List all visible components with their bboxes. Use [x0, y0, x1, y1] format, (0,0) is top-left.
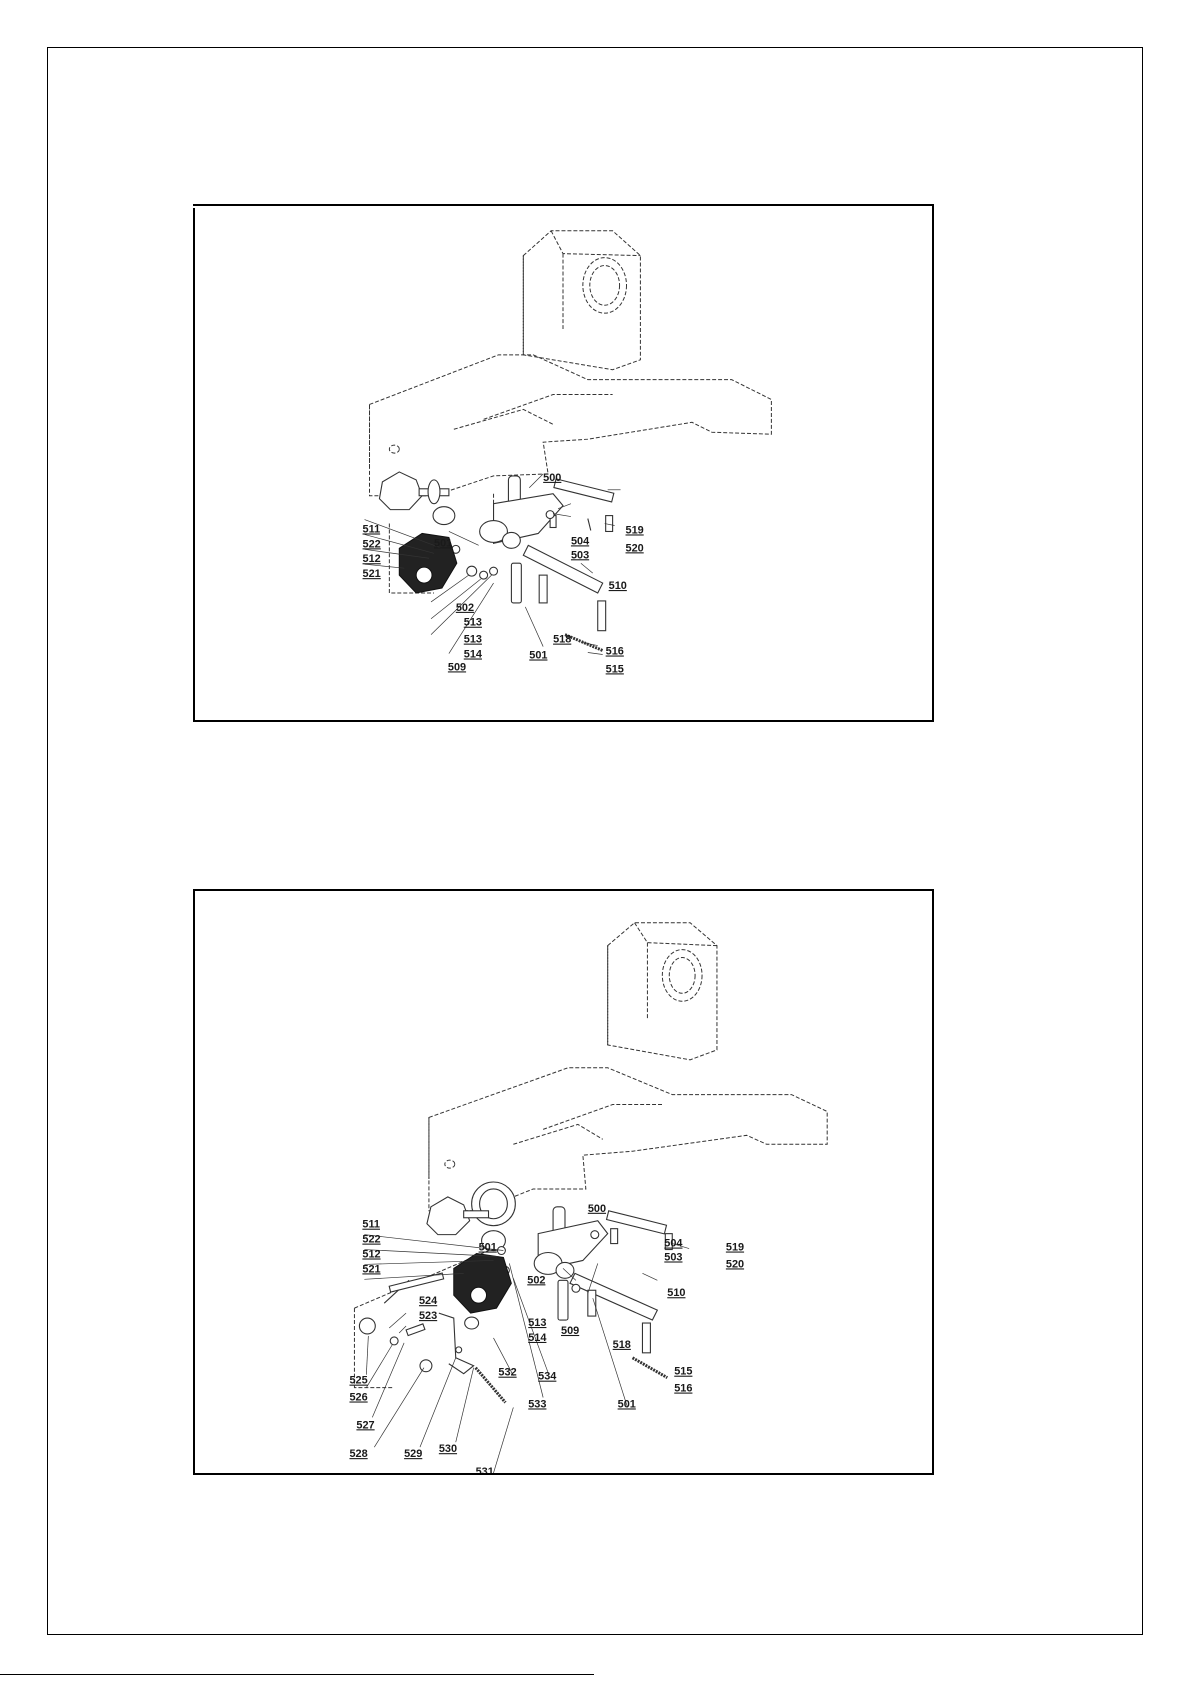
label-509: 509 [448, 661, 466, 673]
label-514: 514 [464, 648, 482, 660]
label-526: 526 [349, 1391, 367, 1403]
label-516: 516 [606, 646, 624, 658]
label-521: 521 [362, 1263, 380, 1275]
label-520: 520 [626, 542, 644, 554]
label-510: 510 [609, 580, 627, 592]
label-521: 521 [363, 568, 381, 580]
label-503: 503 [571, 549, 589, 561]
label-518: 518 [613, 1339, 631, 1351]
label-514: 514 [528, 1332, 546, 1344]
label-522: 522 [363, 538, 381, 550]
diagram-top-svg: 500 501 502 503 504 509 510 511 512 513 … [195, 206, 932, 720]
label-534: 534 [538, 1371, 556, 1383]
label-500: 500 [543, 472, 561, 484]
label-522: 522 [362, 1234, 380, 1246]
label-502: 502 [527, 1274, 545, 1286]
label-528: 528 [349, 1448, 367, 1460]
footer-rule [0, 1674, 594, 1675]
label-511: 511 [362, 1219, 380, 1231]
label-501: 501 [479, 1242, 497, 1254]
label-515: 515 [674, 1366, 692, 1378]
label-513-b: 513 [464, 634, 482, 646]
label-513: 513 [528, 1317, 546, 1329]
label-523: 523 [419, 1310, 437, 1322]
label-513: 513 [464, 617, 482, 629]
label-511: 511 [363, 523, 381, 535]
label-504: 504 [571, 535, 589, 547]
label-531: 531 [476, 1466, 494, 1473]
label-515: 515 [606, 663, 624, 675]
label-533: 533 [528, 1398, 546, 1410]
label-503: 503 [664, 1251, 682, 1263]
label-532: 532 [498, 1367, 516, 1379]
label-501: 501 [434, 537, 452, 549]
label-516: 516 [674, 1383, 692, 1395]
label-519: 519 [726, 1242, 744, 1254]
label-502: 502 [456, 602, 474, 614]
leader-lines [364, 1235, 689, 1473]
label-504: 504 [664, 1238, 682, 1250]
label-501-b: 501 [618, 1398, 636, 1410]
label-512: 512 [362, 1248, 380, 1260]
label-512: 512 [363, 553, 381, 565]
label-530: 530 [439, 1443, 457, 1455]
diagram-bottom-svg: 500 501 502 503 504 509 510 511 512 513 … [195, 891, 932, 1473]
exploded-diagram-bottom: 500 501 502 503 504 509 510 511 512 513 … [193, 889, 934, 1475]
label-525: 525 [349, 1375, 367, 1387]
handwheel-gear [454, 1254, 512, 1314]
exploded-diagram-top: 500 501 502 503 504 509 510 511 512 513 … [193, 204, 934, 722]
label-510: 510 [667, 1287, 685, 1299]
label-529: 529 [404, 1448, 422, 1460]
label-524: 524 [419, 1295, 437, 1307]
label-519: 519 [626, 524, 644, 536]
label-520: 520 [726, 1258, 744, 1270]
label-509: 509 [561, 1325, 579, 1337]
label-501-b: 501 [529, 649, 547, 661]
label-500: 500 [588, 1203, 606, 1215]
label-527: 527 [356, 1419, 374, 1431]
label-518: 518 [553, 634, 571, 646]
